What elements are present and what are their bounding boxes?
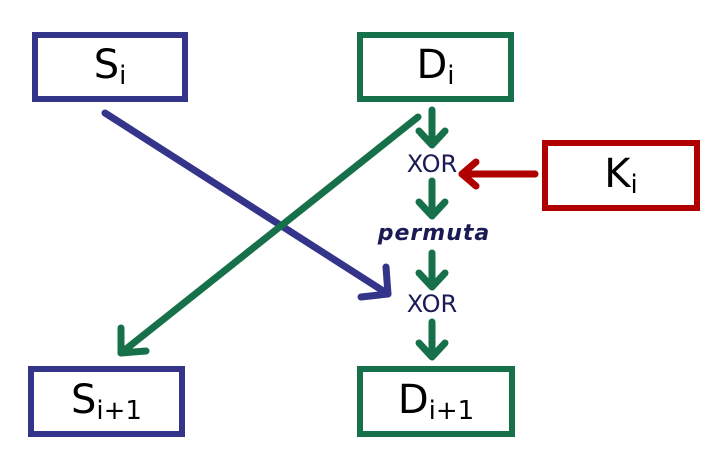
arrow-permute-to-xor-head (415, 269, 449, 291)
label-s-i-sub: i (119, 61, 127, 91)
box-d-i: Di (357, 32, 514, 102)
label-s-next-main: S (71, 376, 97, 423)
arrow-si-to-xor (101, 109, 392, 298)
label-d-next-main: D (397, 376, 429, 423)
xor-bottom-label: XOR (406, 290, 458, 318)
label-k-i: Ki (604, 154, 637, 198)
label-d-i: Di (416, 45, 454, 89)
arrow-si-to-xor-head (357, 263, 392, 301)
arrow-di-to-snext (117, 113, 422, 357)
box-s-next: Si+1 (28, 366, 185, 437)
arrow-xor-to-permute-head (415, 198, 449, 220)
label-s-i-main: S (93, 42, 120, 88)
label-k-i-sub: i (630, 169, 638, 200)
label-d-next: Di+1 (398, 380, 474, 424)
label-s-next: Si+1 (71, 380, 142, 424)
box-k-i: Ki (542, 140, 700, 211)
arrow-di-to-xor-head (415, 127, 449, 149)
box-d-next: Di+1 (357, 366, 515, 437)
arrow-xor-to-dnext-head (415, 339, 449, 361)
label-d-i-main: D (416, 42, 448, 88)
xor-top-label: XOR (406, 150, 458, 178)
arrow-ki-to-xor-head (458, 158, 480, 190)
arrow-di-to-snext-head (117, 324, 150, 357)
label-s-next-sub: i+1 (96, 395, 142, 426)
label-d-next-sub: i+1 (428, 395, 475, 426)
box-s-i: Si (32, 32, 188, 102)
permute-label: permuta (377, 221, 491, 246)
label-d-i-sub: i (447, 61, 455, 91)
label-s-i: Si (94, 45, 127, 89)
label-k-i-main: K (604, 150, 631, 197)
